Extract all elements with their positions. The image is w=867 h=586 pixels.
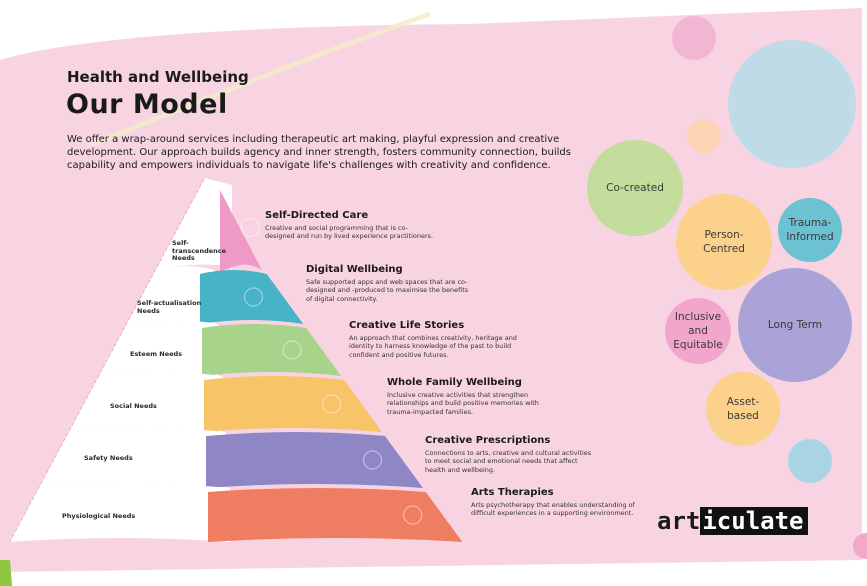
principle-label: Trauma-Informed: [786, 217, 834, 243]
photo-icon: [322, 394, 342, 414]
decor-circle: [672, 16, 716, 60]
service-title: Digital Wellbeing: [306, 264, 403, 275]
service-block: Arts Therapies Arts psychotherapy that e…: [471, 487, 641, 518]
service-block: Creative Prescriptions Connections to ar…: [425, 435, 595, 474]
service-description: Inclusive creative activities that stren…: [387, 391, 539, 416]
service-block: Creative Life Stories An approach that c…: [349, 320, 519, 359]
pyramid-level-5: [206, 432, 423, 488]
people-icon: [240, 217, 260, 238]
service-title: Creative Prescriptions: [425, 435, 551, 446]
service-title: Arts Therapies: [471, 487, 554, 498]
pyramid-level-4: [204, 376, 383, 432]
articulate-logo: articulate: [657, 505, 808, 537]
service-block: Self-Directed Care Creative and social p…: [265, 210, 435, 241]
principle-label: Asset-based: [726, 396, 760, 422]
decor-circle: [687, 119, 721, 153]
need-label: Physiological Needs: [62, 512, 136, 520]
need-label: Self-actualisation Needs: [137, 299, 202, 315]
logo-part-1: art: [657, 507, 701, 535]
service-description: Arts psychotherapy that enables understa…: [471, 501, 635, 518]
principle-bubble: Long Term: [738, 268, 852, 382]
principle-bubble: Co-created: [587, 140, 683, 236]
principle-label: Long Term: [767, 319, 823, 331]
swoosh-decoration: [89, 11, 431, 148]
service-description: An approach that combines creativity, he…: [349, 334, 517, 359]
pyramid-level-white: [10, 484, 230, 542]
pyramid-level-white: [68, 372, 222, 432]
pyramid-level-white: [98, 320, 218, 376]
section-kicker: Health and Wellbeing: [67, 68, 249, 86]
service-title: Creative Life Stories: [349, 320, 465, 331]
decor-circle: [728, 40, 856, 168]
principle-bubble: Asset-based: [706, 372, 780, 446]
pyramid-level-1: [220, 190, 262, 272]
principle-label: Person-Centred: [703, 229, 745, 255]
star-icon: [243, 287, 264, 307]
principle-bubble: Person-Centred: [676, 194, 772, 290]
pyramid-level-white: [155, 178, 232, 270]
decor-circle: [853, 533, 867, 559]
intro-paragraph: We offer a wrap-around services includin…: [67, 134, 571, 171]
service-description: Creative and social programming that is …: [265, 224, 434, 241]
service-description: Connections to arts, creative and cultur…: [425, 449, 592, 474]
pyramid-level-white: [38, 428, 226, 488]
pyramid-level-white: [126, 266, 214, 324]
page-title: Our Model: [66, 89, 228, 120]
lime-corner: [0, 560, 12, 586]
decor-circle: [788, 439, 832, 483]
principle-label: Co-created: [606, 182, 664, 194]
pyramid-level-2: [200, 270, 304, 324]
pyramid-level-6: [208, 488, 463, 542]
home-icon: [362, 450, 383, 470]
need-label: Esteem Needs: [130, 350, 183, 358]
pyramid-level-3: [202, 324, 342, 376]
person-icon: [282, 340, 302, 360]
principle-bubble: Trauma-Informed: [778, 198, 842, 262]
service-title: Self-Directed Care: [265, 210, 369, 221]
need-label: Self-transcendence Needs: [172, 239, 227, 262]
need-label: Social Needs: [110, 402, 157, 410]
need-label: Safety Needs: [84, 454, 133, 462]
logo-part-2: iculate: [700, 507, 808, 535]
hands-icon: [403, 505, 423, 525]
service-block: Whole Family Wellbeing Inclusive creativ…: [387, 377, 557, 416]
service-title: Whole Family Wellbeing: [387, 377, 522, 388]
pyramid-diagram: [9, 177, 463, 543]
service-description: Safe supported apps and web spaces that …: [306, 278, 469, 303]
service-block: Digital Wellbeing Safe supported apps an…: [306, 264, 476, 303]
